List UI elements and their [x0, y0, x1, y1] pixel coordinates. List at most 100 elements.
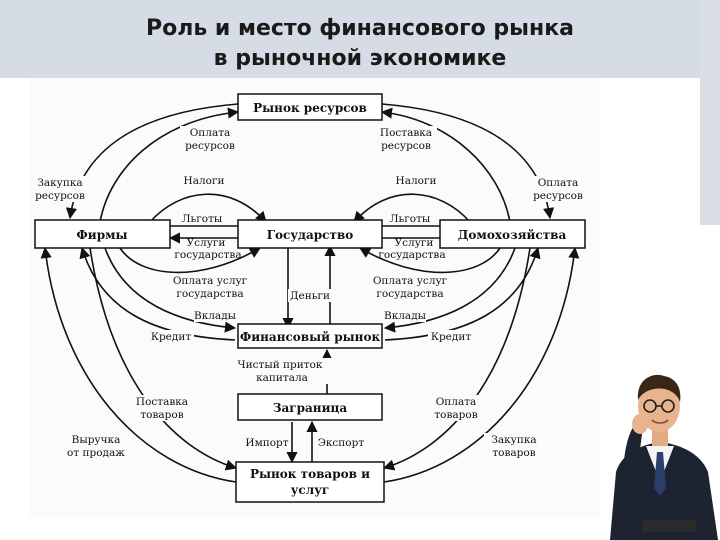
- label-taxes-right: Налоги: [392, 174, 440, 187]
- glasses-icon: [643, 399, 675, 413]
- svg-text:Оплата: Оплата: [190, 127, 231, 139]
- svg-text:Оплата: Оплата: [538, 177, 579, 189]
- svg-text:товаров: товаров: [434, 409, 477, 421]
- label-import: Импорт: [244, 436, 290, 449]
- label-pay-gov-right: Оплата услуг государства: [370, 274, 450, 300]
- arrow-credit-right: [384, 246, 541, 341]
- svg-text:Кредит: Кредит: [151, 331, 192, 343]
- arrow-resource-purchase: [65, 103, 239, 220]
- label-capital-inflow: Чистый приток капитала: [238, 358, 336, 384]
- svg-text:Рынок ресурсов: Рынок ресурсов: [253, 101, 367, 115]
- node-government: Государство: [237, 219, 383, 249]
- arrow-sales-revenue: [40, 246, 237, 483]
- svg-text:Услуги: Услуги: [395, 237, 434, 249]
- arrow-resource-payment-b: [381, 103, 555, 220]
- title-line-2: в рыночной экономике: [213, 46, 507, 71]
- svg-text:Налоги: Налоги: [184, 175, 225, 187]
- label-benefits-left: Льготы: [178, 212, 226, 225]
- arrow-resource-supply: [380, 107, 511, 223]
- label-deposits-right: Вклады: [384, 309, 426, 322]
- label-money: Деньги: [288, 289, 332, 302]
- label-taxes-left: Налоги: [180, 174, 228, 187]
- arrow-deposits-right: [383, 247, 516, 333]
- laptop: [642, 520, 696, 532]
- arrow-goods-purchase: [383, 246, 580, 483]
- raised-arm: [623, 424, 643, 482]
- node-abroad: Заграница: [237, 393, 383, 421]
- label-resource-payment-b: Оплата ресурсов: [527, 176, 589, 202]
- label-sales-revenue: Выручка от продаж: [66, 433, 126, 459]
- svg-text:услуг: услуг: [291, 483, 329, 497]
- svg-text:Льготы: Льготы: [182, 213, 222, 225]
- svg-text:от продаж: от продаж: [67, 447, 125, 459]
- label-resource-supply: Поставка ресурсов: [375, 126, 437, 152]
- node-households: Домохозяйства: [439, 219, 586, 249]
- svg-text:Налоги: Налоги: [396, 175, 437, 187]
- title-band: [0, 0, 700, 78]
- svg-text:Оплата: Оплата: [436, 396, 477, 408]
- businessman-illustration: [610, 374, 718, 540]
- label-credit-right: Кредит: [428, 330, 474, 343]
- label-resource-payment: Оплата ресурсов: [180, 126, 242, 152]
- label-benefits-right: Льготы: [386, 212, 434, 225]
- svg-text:Поставка: Поставка: [136, 396, 188, 408]
- svg-text:государства: государства: [376, 288, 443, 300]
- label-gov-services-right: Услуги государства: [378, 237, 445, 261]
- arrow-pay-gov-left: [119, 247, 261, 274]
- svg-text:Деньги: Деньги: [290, 290, 330, 302]
- svg-text:Импорт: Импорт: [245, 437, 288, 449]
- svg-text:товаров: товаров: [140, 409, 183, 421]
- label-gov-services-left: Услуги государства: [174, 237, 241, 261]
- svg-text:Вклады: Вклады: [384, 310, 426, 322]
- svg-text:товаров: товаров: [492, 447, 535, 459]
- arrow-taxes-right: [353, 193, 471, 223]
- diagram-canvas: Рынок ресурсов Фирмы Государство Домохоз…: [32, 93, 589, 503]
- svg-text:Поставка: Поставка: [380, 127, 432, 139]
- svg-text:Услуги: Услуги: [187, 237, 226, 249]
- arrow-taxes-left: [149, 193, 267, 223]
- svg-text:Чистый приток: Чистый приток: [238, 359, 323, 371]
- node-goods-market: Рынок товаров и услуг: [235, 461, 385, 503]
- svg-text:Выручка: Выручка: [72, 434, 121, 446]
- svg-text:Заграница: Заграница: [273, 401, 347, 415]
- side-strip: [700, 0, 720, 225]
- svg-text:капитала: капитала: [256, 372, 308, 384]
- node-resources-market: Рынок ресурсов: [237, 93, 383, 121]
- label-pay-gov-left: Оплата услуг государства: [170, 274, 250, 300]
- svg-text:Оплата услуг: Оплата услуг: [373, 275, 448, 287]
- label-goods-purchase: Закупка товаров: [484, 433, 544, 459]
- svg-text:ресурсов: ресурсов: [381, 140, 431, 152]
- svg-text:Закупка: Закупка: [37, 177, 82, 189]
- svg-text:Кредит: Кредит: [431, 331, 472, 343]
- svg-text:Рынок товаров и: Рынок товаров и: [250, 467, 370, 481]
- node-financial-market: Финансовый рынок: [237, 323, 383, 349]
- neck: [652, 428, 668, 446]
- label-deposits-left: Вклады: [194, 309, 236, 322]
- svg-text:государства: государства: [174, 249, 241, 261]
- economy-flow-diagram: Рынок ресурсов Фирмы Государство Домохоз…: [30, 78, 600, 518]
- necktie: [654, 452, 666, 496]
- svg-text:Закупка: Закупка: [491, 434, 536, 446]
- label-goods-payment: Оплата товаров: [428, 395, 486, 421]
- arrow-deposits-left: [104, 247, 237, 333]
- slide-title: Роль и место финансового рынка в рыночно…: [0, 14, 720, 74]
- svg-text:Государство: Государство: [267, 228, 354, 242]
- label-credit-left: Кредит: [148, 330, 194, 343]
- label-export: Экспорт: [316, 436, 366, 449]
- svg-text:ресурсов: ресурсов: [533, 190, 583, 202]
- smile: [651, 419, 669, 424]
- svg-text:государства: государства: [378, 249, 445, 261]
- svg-text:Финансовый рынок: Финансовый рынок: [240, 330, 381, 344]
- svg-text:Экспорт: Экспорт: [318, 437, 365, 449]
- svg-text:ресурсов: ресурсов: [35, 190, 85, 202]
- label-goods-supply: Поставка товаров: [134, 395, 190, 421]
- svg-text:Домохозяйства: Домохозяйства: [458, 228, 567, 242]
- label-resource-purchase: Закупка ресурсов: [32, 176, 90, 202]
- arrow-pay-gov-right: [359, 247, 501, 274]
- svg-text:государства: государства: [176, 288, 243, 300]
- svg-text:Вклады: Вклады: [194, 310, 236, 322]
- svg-text:Оплата услуг: Оплата услуг: [173, 275, 248, 287]
- svg-text:ресурсов: ресурсов: [185, 140, 235, 152]
- svg-text:Льготы: Льготы: [390, 213, 430, 225]
- node-firms: Фирмы: [34, 219, 171, 249]
